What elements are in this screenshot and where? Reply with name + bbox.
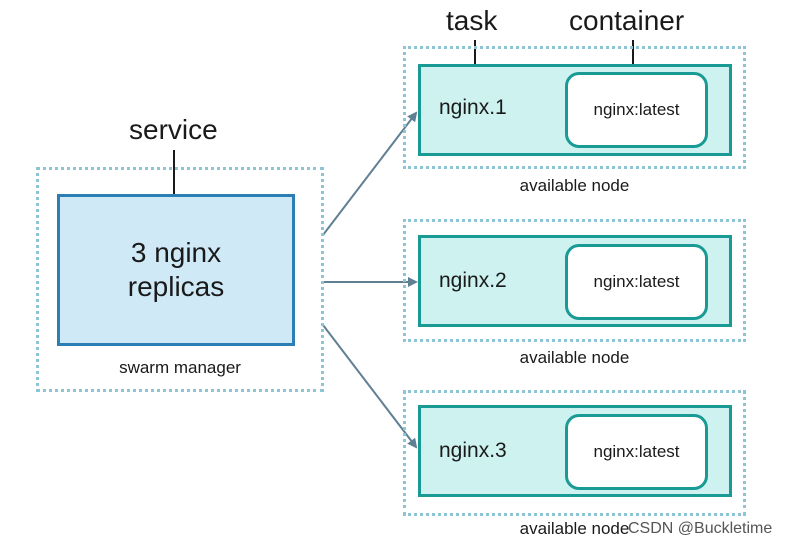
container-box: nginx:latest (565, 72, 708, 148)
available-node-caption: available node (519, 176, 630, 195)
available-node-caption: available node (519, 348, 630, 367)
arrow-to-node-3 (322, 324, 418, 449)
container-image: nginx:latest (593, 100, 680, 119)
available-node-frame (403, 219, 746, 342)
container-image: nginx:latest (593, 272, 680, 291)
task-name: nginx.2 (439, 269, 507, 292)
task-name: nginx.3 (439, 439, 507, 462)
service-label: service (129, 114, 218, 145)
task-name: nginx.1 (439, 96, 507, 119)
container-label: container (569, 5, 685, 36)
watermark: CSDN @Buckletime (628, 520, 773, 537)
swarm-manager-caption: swarm manager (119, 358, 241, 377)
task-label: task (446, 5, 498, 36)
available-node-caption: available node (519, 519, 630, 538)
service-replicas-text: 3 nginx replicas (127, 237, 225, 302)
container-image: nginx:latest (593, 442, 680, 461)
container-box: nginx:latest (565, 414, 708, 490)
available-node-frame (403, 390, 746, 516)
swarm-manager-frame (36, 167, 324, 392)
service-box: 3 nginx replicas (57, 194, 295, 346)
arrow-to-node-1 (322, 111, 418, 236)
available-node-frame (403, 46, 746, 169)
container-box: nginx:latest (565, 244, 708, 320)
